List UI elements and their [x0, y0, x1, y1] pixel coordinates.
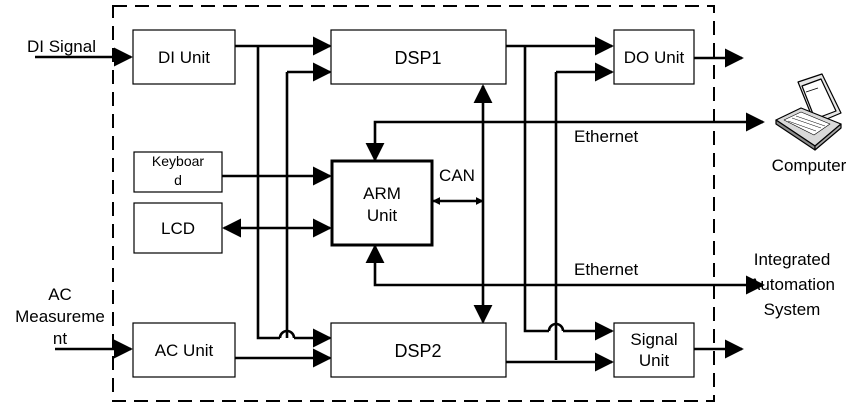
ac-unit-label: AC Unit [155, 341, 214, 360]
keyboard-label-line1: Keyboar [152, 153, 204, 169]
keyboard-block: Keyboar d [133, 151, 223, 193]
dsp1-block: DSP1 [330, 29, 507, 85]
ac-unit-block: AC Unit [132, 322, 236, 378]
arm-label-line2: Unit [367, 206, 398, 225]
computer-label: Computer [772, 156, 847, 175]
di-unit-label: DI Unit [158, 48, 210, 67]
signal-unit-block: Signal Unit [613, 322, 695, 378]
ac-measurement-label-line3: nt [53, 329, 67, 348]
arm-label-line1: ARM [363, 184, 401, 203]
do-unit-label: DO Unit [624, 48, 685, 67]
arm-unit-block: ARM Unit [330, 159, 434, 247]
do-unit-block: DO Unit [613, 29, 695, 85]
ac-measurement-label-line2: Measureme [15, 307, 105, 326]
di-unit-block: DI Unit [132, 29, 236, 85]
integrated-system-label-line2: Automation [749, 275, 835, 294]
integrated-system-label-line1: Integrated [754, 250, 831, 269]
ethernet-bottom-label: Ethernet [574, 260, 639, 279]
dsp2-block: DSP2 [330, 322, 507, 378]
can-bus-label: CAN [439, 166, 475, 185]
laptop-icon [775, 73, 842, 151]
ethernet-top-label: Ethernet [574, 127, 639, 146]
connection-lines [35, 36, 765, 372]
ac-measurement-label-line1: AC [48, 285, 72, 304]
keyboard-label-line2: d [174, 172, 182, 188]
lcd-block: LCD [133, 202, 223, 254]
signal-unit-label-line1: Signal [630, 330, 677, 349]
dsp2-label: DSP2 [394, 341, 441, 361]
dsp1-label: DSP1 [394, 48, 441, 68]
di-signal-label: DI Signal [27, 37, 96, 56]
device-enclosure [112, 5, 715, 402]
integrated-system-label-line3: System [764, 300, 821, 319]
signal-unit-label-line2: Unit [639, 351, 670, 370]
lcd-label: LCD [161, 219, 195, 238]
